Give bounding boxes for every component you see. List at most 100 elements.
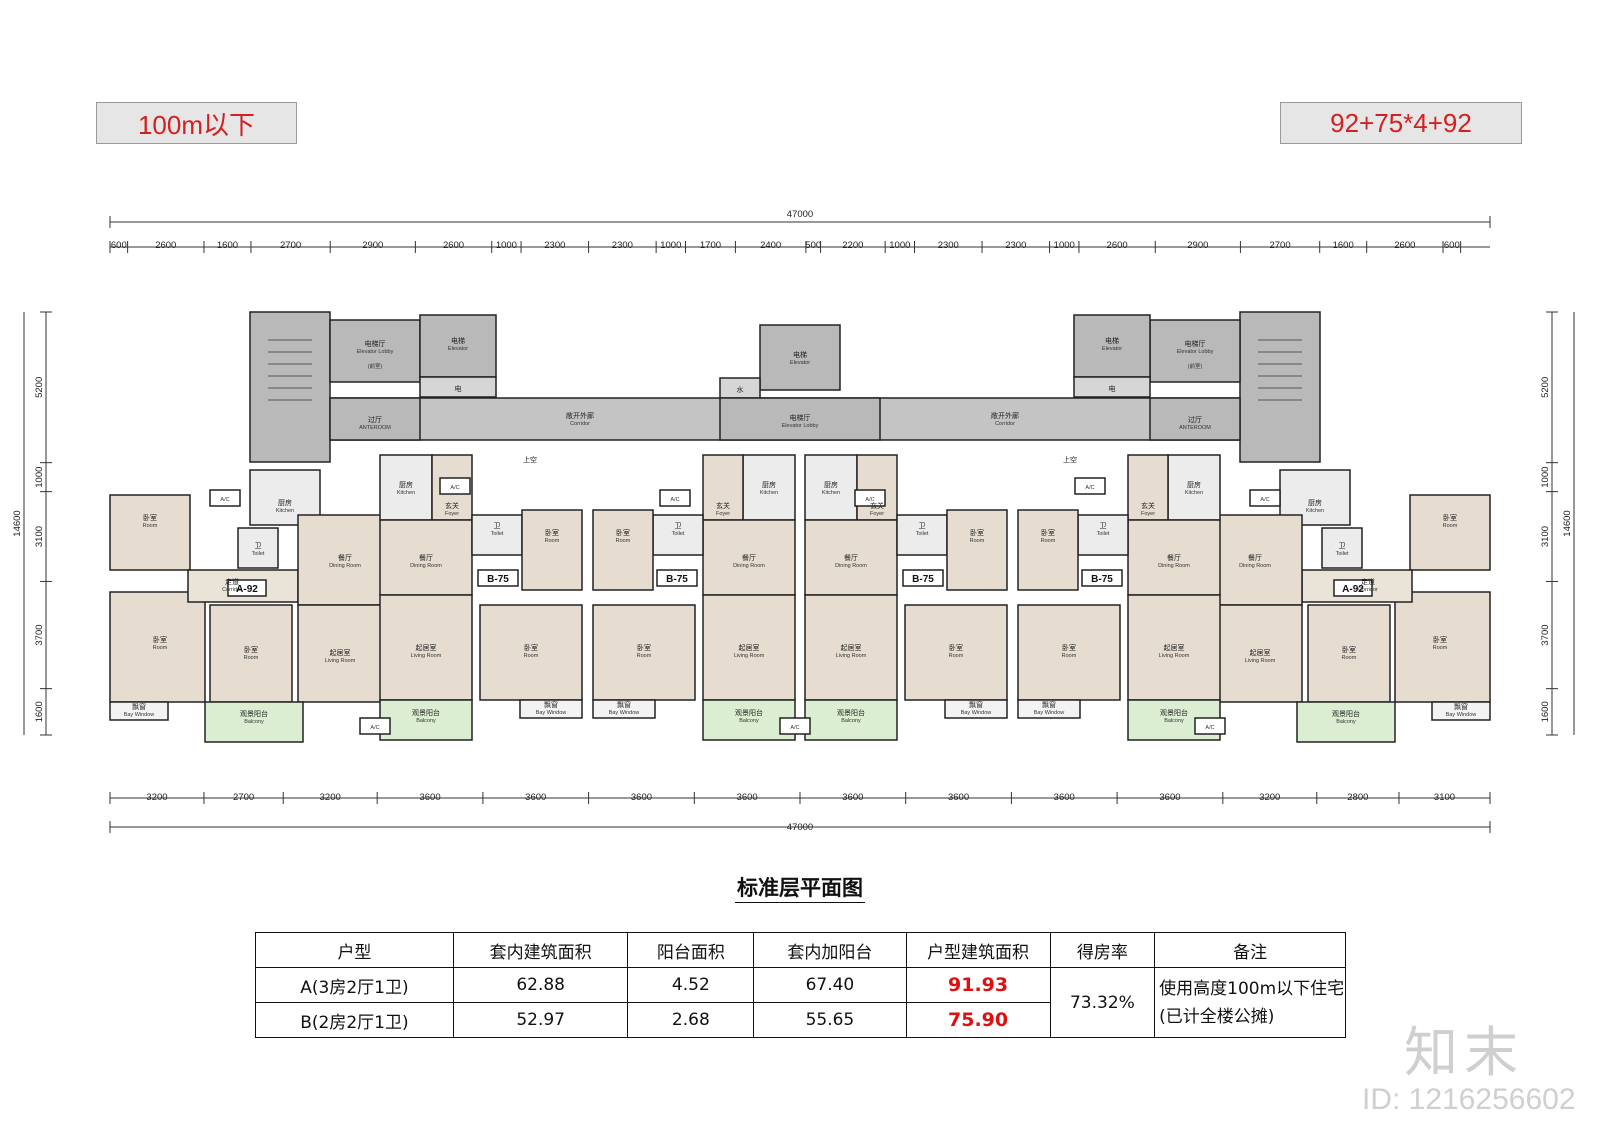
balcony-a-label-en: Balcony bbox=[1336, 719, 1356, 725]
bedroom-a2-label-en: Room bbox=[1433, 645, 1448, 651]
bay-b-label: 飘窗 bbox=[617, 700, 631, 709]
dim-top-label: 2600 bbox=[1107, 240, 1128, 251]
kitchen-b-label-en: Kitchen bbox=[397, 490, 415, 496]
dim-top-label: 2300 bbox=[1005, 240, 1026, 251]
dim-top-label: 1000 bbox=[1054, 240, 1075, 251]
kitchen-b-label: 厨房 bbox=[1187, 480, 1201, 489]
toilet-b-label: 卫 bbox=[675, 522, 682, 530]
header-gross-area: 户型建筑面积 bbox=[905, 932, 1051, 968]
dim-bottom-label: 3600 bbox=[525, 792, 546, 803]
dining-a-label-en: Dining Room bbox=[1239, 563, 1271, 569]
bay-b-label: 飘窗 bbox=[1042, 700, 1056, 709]
watermark-logo: 知末 bbox=[1404, 1021, 1524, 1084]
toilet-b bbox=[896, 514, 948, 556]
dim-top-label: 2300 bbox=[938, 240, 959, 251]
dim-bottom-label: 3200 bbox=[146, 792, 167, 803]
dining-b-label-en: Dining Room bbox=[835, 563, 867, 569]
central-elevator bbox=[759, 324, 841, 391]
elevator-lobby-label: 电梯厅 bbox=[365, 339, 386, 348]
bedroom-b1-label: 卧室 bbox=[970, 528, 984, 537]
dim-right-label: 1000 bbox=[1540, 467, 1551, 488]
bedroom-a3-label-en: Room bbox=[244, 655, 259, 661]
balcony-b-label-en: Balcony bbox=[1164, 718, 1184, 724]
unit-b-tag-text: B-75 bbox=[912, 574, 934, 585]
ac-ledge-label: A/C bbox=[670, 497, 679, 503]
dining-b bbox=[702, 519, 796, 596]
toilet-b-label-en: Toilet bbox=[1097, 531, 1110, 537]
living-a-label-en: Living Room bbox=[325, 658, 356, 664]
unit-b-tag bbox=[656, 569, 698, 587]
dining-b-label-en: Dining Room bbox=[410, 563, 442, 569]
bay-a-label: 飘窗 bbox=[1454, 702, 1468, 711]
bedroom-b1-label-en: Room bbox=[1041, 538, 1056, 544]
dim-right-label: 5200 bbox=[1540, 377, 1551, 398]
toilet-a-label: 卫 bbox=[255, 542, 262, 550]
dim-top-label: 2900 bbox=[1187, 240, 1208, 251]
cell-unit-type: B(2房2厅1卫) bbox=[255, 1002, 454, 1038]
bedroom-b1-label: 卧室 bbox=[1041, 528, 1055, 537]
dining-a-label-en: Dining Room bbox=[329, 563, 361, 569]
bedroom-a1 bbox=[109, 494, 191, 571]
cell-gross-area: 91.93 bbox=[905, 967, 1051, 1003]
foyer-b-label: 玄关 bbox=[445, 501, 459, 510]
dim-top-label: 1000 bbox=[660, 240, 681, 251]
kitchen-b-label: 厨房 bbox=[762, 480, 776, 489]
bedroom-a2-label-en: Room bbox=[153, 645, 168, 651]
cell-balcony-area: 2.68 bbox=[627, 1002, 755, 1038]
dining-b-label-en: Dining Room bbox=[1158, 563, 1190, 569]
toilet-b-label-en: Toilet bbox=[916, 531, 929, 537]
foyer-b-label-en: Foyer bbox=[1141, 511, 1155, 517]
balcony-b-label: 观景阳台 bbox=[1160, 708, 1188, 717]
cell-inner-area: 62.88 bbox=[452, 967, 629, 1003]
living-a-label-en: Living Room bbox=[1245, 658, 1276, 664]
balcony-b bbox=[379, 699, 473, 741]
cell-gross-area: 75.90 bbox=[905, 1002, 1051, 1038]
bay-b bbox=[592, 699, 656, 719]
ac-ledge bbox=[854, 489, 886, 507]
dim-top-label: 500 bbox=[805, 240, 821, 251]
elevator-shaft bbox=[419, 314, 497, 378]
bay-b-label-en: Bay Window bbox=[961, 710, 992, 716]
bedroom-b2-label: 卧室 bbox=[1062, 643, 1076, 652]
ac-ledge bbox=[1194, 717, 1226, 735]
balcony-b-label: 观景阳台 bbox=[735, 708, 763, 717]
area-table-header: 户型 套内建筑面积 阳台面积 套内加阳台 户型建筑面积 得房率 备注 bbox=[255, 932, 1346, 968]
balcony-a-label: 观景阳台 bbox=[1332, 709, 1360, 718]
elevator-lobby-label: 电梯厅 bbox=[1185, 339, 1206, 348]
balcony-b-label: 观景阳台 bbox=[412, 708, 440, 717]
watermark-id: ID: 1216256602 bbox=[1362, 1083, 1576, 1116]
hall-a-label-en: Corridor bbox=[1358, 587, 1378, 593]
corridor-right-label: 敞开外廊 bbox=[991, 411, 1019, 420]
foyer-b bbox=[856, 454, 898, 521]
toilet-b bbox=[652, 514, 704, 556]
dining-b-label-en: Dining Room bbox=[733, 563, 765, 569]
living-a-label: 起居室 bbox=[330, 648, 351, 657]
bedroom-b1 bbox=[521, 509, 583, 591]
anteroom bbox=[1149, 397, 1241, 441]
living-a-label: 起居室 bbox=[1250, 648, 1271, 657]
dim-left-label: 1000 bbox=[34, 467, 45, 488]
toilet-b-label: 卫 bbox=[494, 522, 501, 530]
header-balcony-area: 阳台面积 bbox=[627, 932, 755, 968]
electric-room-label: 电 bbox=[1109, 384, 1116, 393]
balcony-b-label-en: Balcony bbox=[841, 718, 861, 724]
kitchen-a-label: 厨房 bbox=[1308, 498, 1322, 507]
dim-left-label: 3100 bbox=[34, 526, 45, 547]
header-inner-plus-balcony: 套内加阳台 bbox=[753, 932, 907, 968]
living-b bbox=[379, 594, 473, 701]
dim-bottom-label: 3600 bbox=[631, 792, 652, 803]
bedroom-a3-label-en: Room bbox=[1342, 655, 1357, 661]
dim-top-label: 1600 bbox=[1333, 240, 1354, 251]
dim-bottom-label: 3600 bbox=[737, 792, 758, 803]
toilet-a bbox=[1321, 527, 1363, 569]
unit-b-tag-text: B-75 bbox=[666, 574, 688, 585]
balcony-b bbox=[804, 699, 898, 741]
balcony-a bbox=[204, 701, 304, 743]
corridor-left-label: 敞开外廊 bbox=[566, 411, 594, 420]
bay-a-label-en: Bay Window bbox=[1446, 712, 1477, 718]
elevator-lobby-label-en: Elevator Lobby bbox=[357, 349, 394, 355]
bay-a-label: 飘窗 bbox=[132, 702, 146, 711]
unit-b-tag bbox=[902, 569, 944, 587]
dim-top-label: 1600 bbox=[217, 240, 238, 251]
